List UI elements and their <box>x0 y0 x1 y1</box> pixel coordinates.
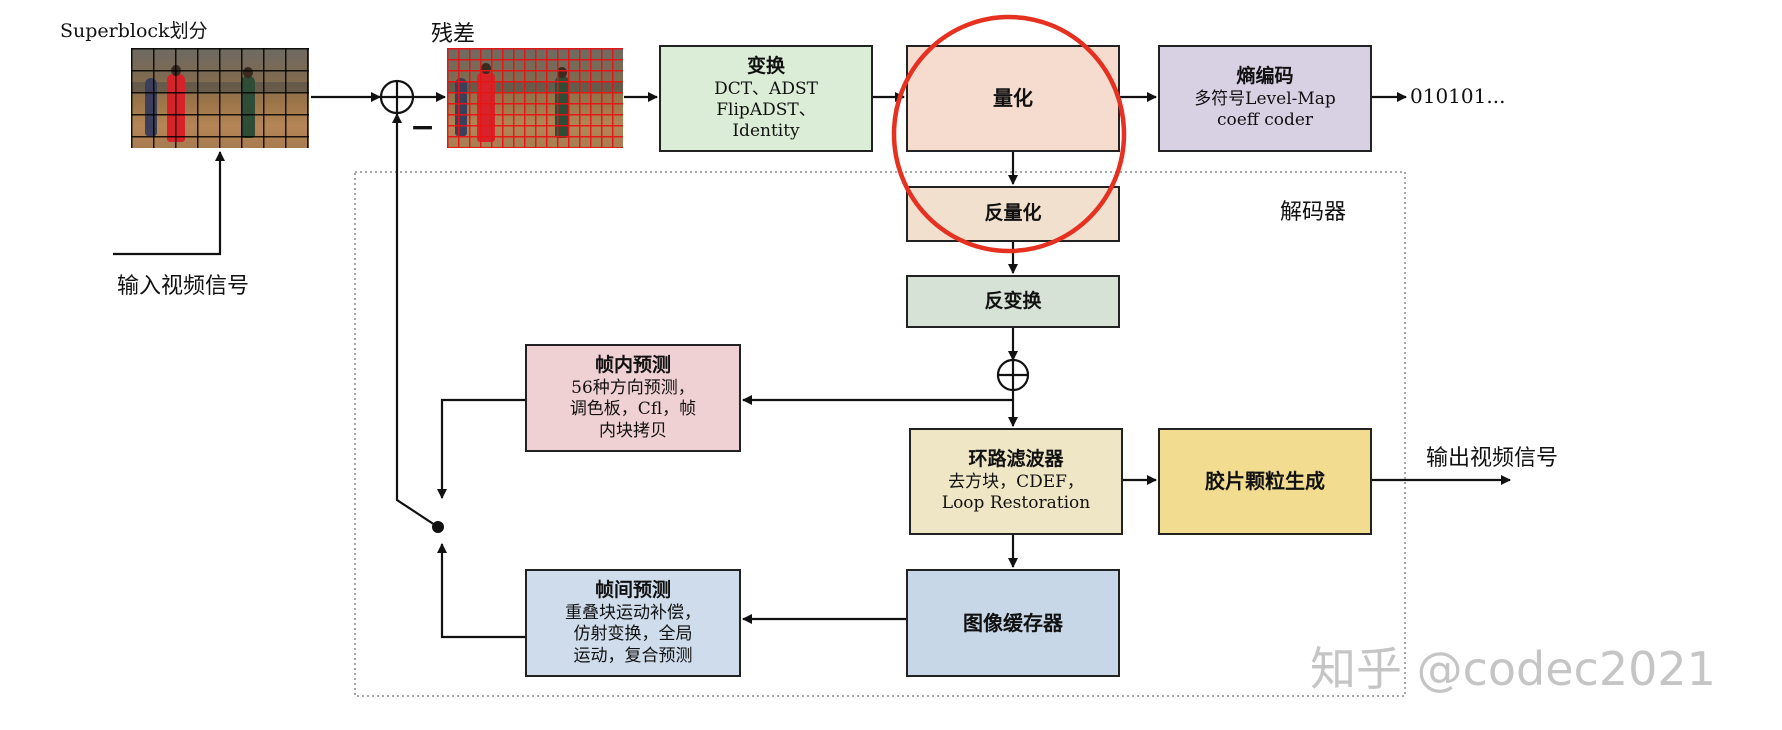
decoder-sum-node <box>996 358 1030 392</box>
intra-line: 调色板，Cfl，帧 <box>569 399 697 420</box>
superblock-label: Superblock划分 <box>60 20 208 42</box>
intra-line: 56种方向预测， <box>571 378 695 398</box>
entropy-line: coeff coder <box>1216 110 1314 131</box>
inter-prediction-block: 帧间预测 重叠块运动补偿， 仿射变换，全局 运动，复合预测 <box>525 569 741 677</box>
invquant-title: 反量化 <box>984 202 1042 225</box>
residual-label: 残差 <box>431 22 476 47</box>
buffer-title: 图像缓存器 <box>963 610 1063 635</box>
inter-line: 重叠块运动补偿， <box>565 603 701 623</box>
loopfilter-title: 环路滤波器 <box>968 448 1064 471</box>
quantization-block: 量化 <box>906 45 1120 152</box>
frame-buffer-block: 图像缓存器 <box>906 569 1120 677</box>
output-signal-label: 输出视频信号 <box>1426 446 1559 471</box>
decoder-label: 解码器 <box>1280 200 1347 225</box>
arrow-input-to-superblock <box>113 151 225 256</box>
inverse-transform-block: 反变换 <box>906 275 1120 328</box>
watermark-label: 知乎 @codec2021 <box>1310 642 1716 696</box>
intra-line: 内块拷贝 <box>599 420 667 441</box>
quantization-title: 量化 <box>993 86 1033 110</box>
prediction-junction-dot <box>432 521 444 533</box>
arrow-prediction-to-sum <box>392 113 439 528</box>
intra-title: 帧内预测 <box>594 354 671 377</box>
loop-filter-block: 环路滤波器 去方块，CDEF， Loop Restoration <box>909 428 1123 535</box>
transform-line: DCT、ADST <box>714 78 818 99</box>
superblock-image <box>131 48 309 148</box>
inverse-quantization-block: 反量化 <box>906 186 1120 242</box>
film-grain-block: 胶片颗粒生成 <box>1158 428 1372 535</box>
decoder-region <box>354 171 1406 697</box>
inter-line: 仿射变换，全局 <box>573 624 693 645</box>
residual-image <box>447 48 623 148</box>
transform-title: 变换 <box>746 54 785 77</box>
entropy-title: 熵编码 <box>1236 65 1294 88</box>
inter-line: 运动，复合预测 <box>573 645 693 666</box>
inter-title: 帧间预测 <box>594 579 671 602</box>
transform-line: Identity <box>732 121 800 141</box>
encoder-sum-node <box>379 79 415 115</box>
invtransform-title: 反变换 <box>984 289 1042 312</box>
minus-sign: − <box>410 110 436 145</box>
grain-title: 胶片颗粒生成 <box>1205 469 1325 493</box>
transform-line: FlipADST、 <box>716 99 816 120</box>
input-signal-label: 输入视频信号 <box>117 274 250 299</box>
transform-block: 变换 DCT、ADST FlipADST、 Identity <box>659 45 873 152</box>
arrow-intra-to-junction <box>437 398 525 499</box>
bitstream-label: 010101... <box>1410 84 1506 108</box>
highlight-circle <box>891 14 1127 254</box>
arrow-inter-to-junction <box>437 543 525 639</box>
entropy-coding-block: 熵编码 多符号Level-Map coeff coder <box>1158 45 1372 152</box>
entropy-line: 多符号Level-Map <box>1194 89 1336 110</box>
loopfilter-line: Loop Restoration <box>941 493 1091 514</box>
loopfilter-line: 去方块，CDEF， <box>948 472 1084 493</box>
intra-prediction-block: 帧内预测 56种方向预测， 调色板，Cfl，帧 内块拷贝 <box>525 344 741 452</box>
